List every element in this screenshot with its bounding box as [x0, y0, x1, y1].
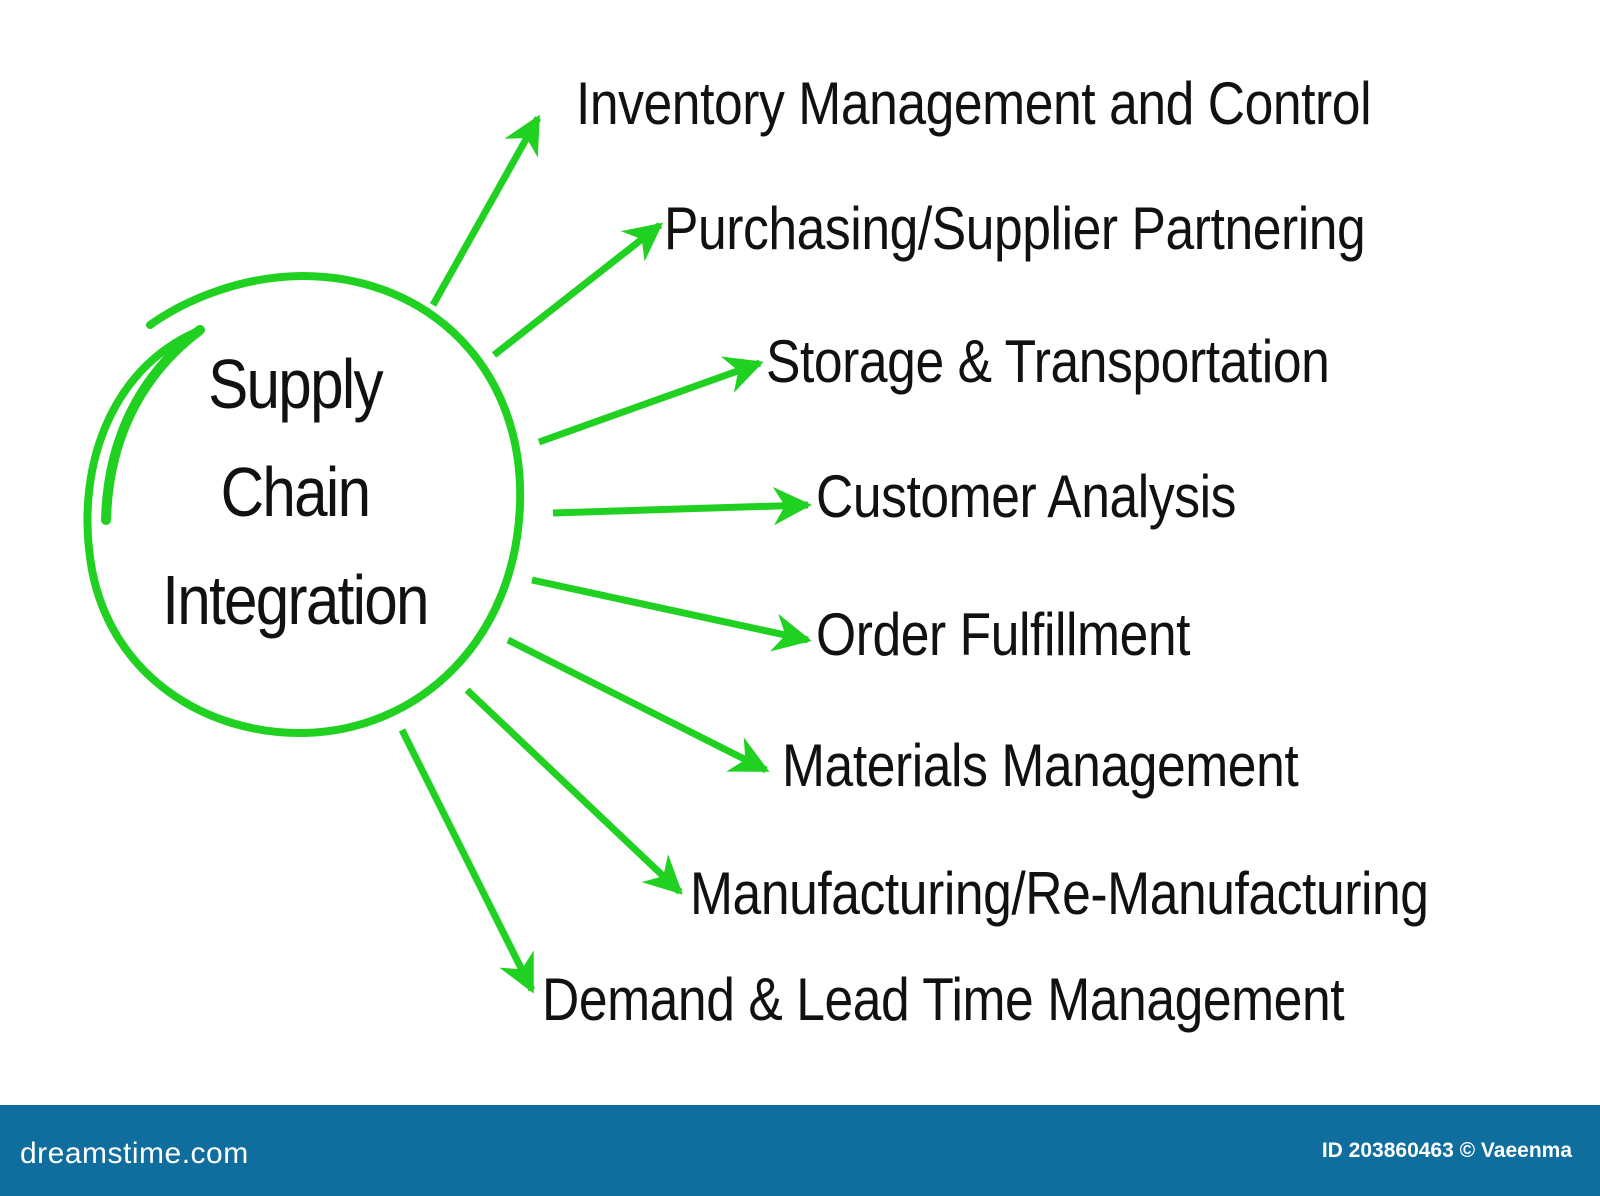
item-demand-lead-time: Demand & Lead Time Management — [542, 966, 1345, 1033]
circle-flourish — [101, 325, 205, 525]
arrow-3 — [537, 356, 764, 446]
footer-bar: dreamstime.com ID 203860463 © Vaeenma — [0, 1105, 1600, 1196]
center-line-1: Supply — [208, 345, 383, 423]
arrow-4 — [552, 486, 812, 526]
diagram-canvas — [83, 114, 812, 994]
center-line-2: Chain — [220, 453, 371, 531]
arrow-6 — [506, 636, 770, 774]
item-manufacturing: Manufacturing/Re-Manufacturing — [690, 860, 1429, 927]
center-topic-label: Supply Chain Integration — [110, 330, 480, 654]
item-storage-transportation: Storage & Transportation — [766, 328, 1330, 395]
item-customer-analysis: Customer Analysis — [816, 463, 1236, 530]
center-line-3: Integration — [162, 561, 429, 639]
image-credit: ID 203860463 © Vaeenma — [1321, 1139, 1572, 1162]
item-materials-management: Materials Management — [782, 732, 1299, 799]
item-inventory-management: Inventory Management and Control — [576, 70, 1372, 137]
arrow-1 — [429, 114, 542, 307]
brand-logo-text: dreamstime.com — [20, 1137, 249, 1170]
item-order-fulfillment: Order Fulfillment — [816, 601, 1191, 668]
arrow-7 — [464, 687, 683, 895]
arrow-8 — [398, 728, 536, 994]
arrow-2 — [491, 222, 664, 358]
item-purchasing-supplier: Purchasing/Supplier Partnering — [664, 195, 1366, 262]
center-circle — [83, 271, 525, 738]
arrow-5 — [531, 576, 812, 652]
